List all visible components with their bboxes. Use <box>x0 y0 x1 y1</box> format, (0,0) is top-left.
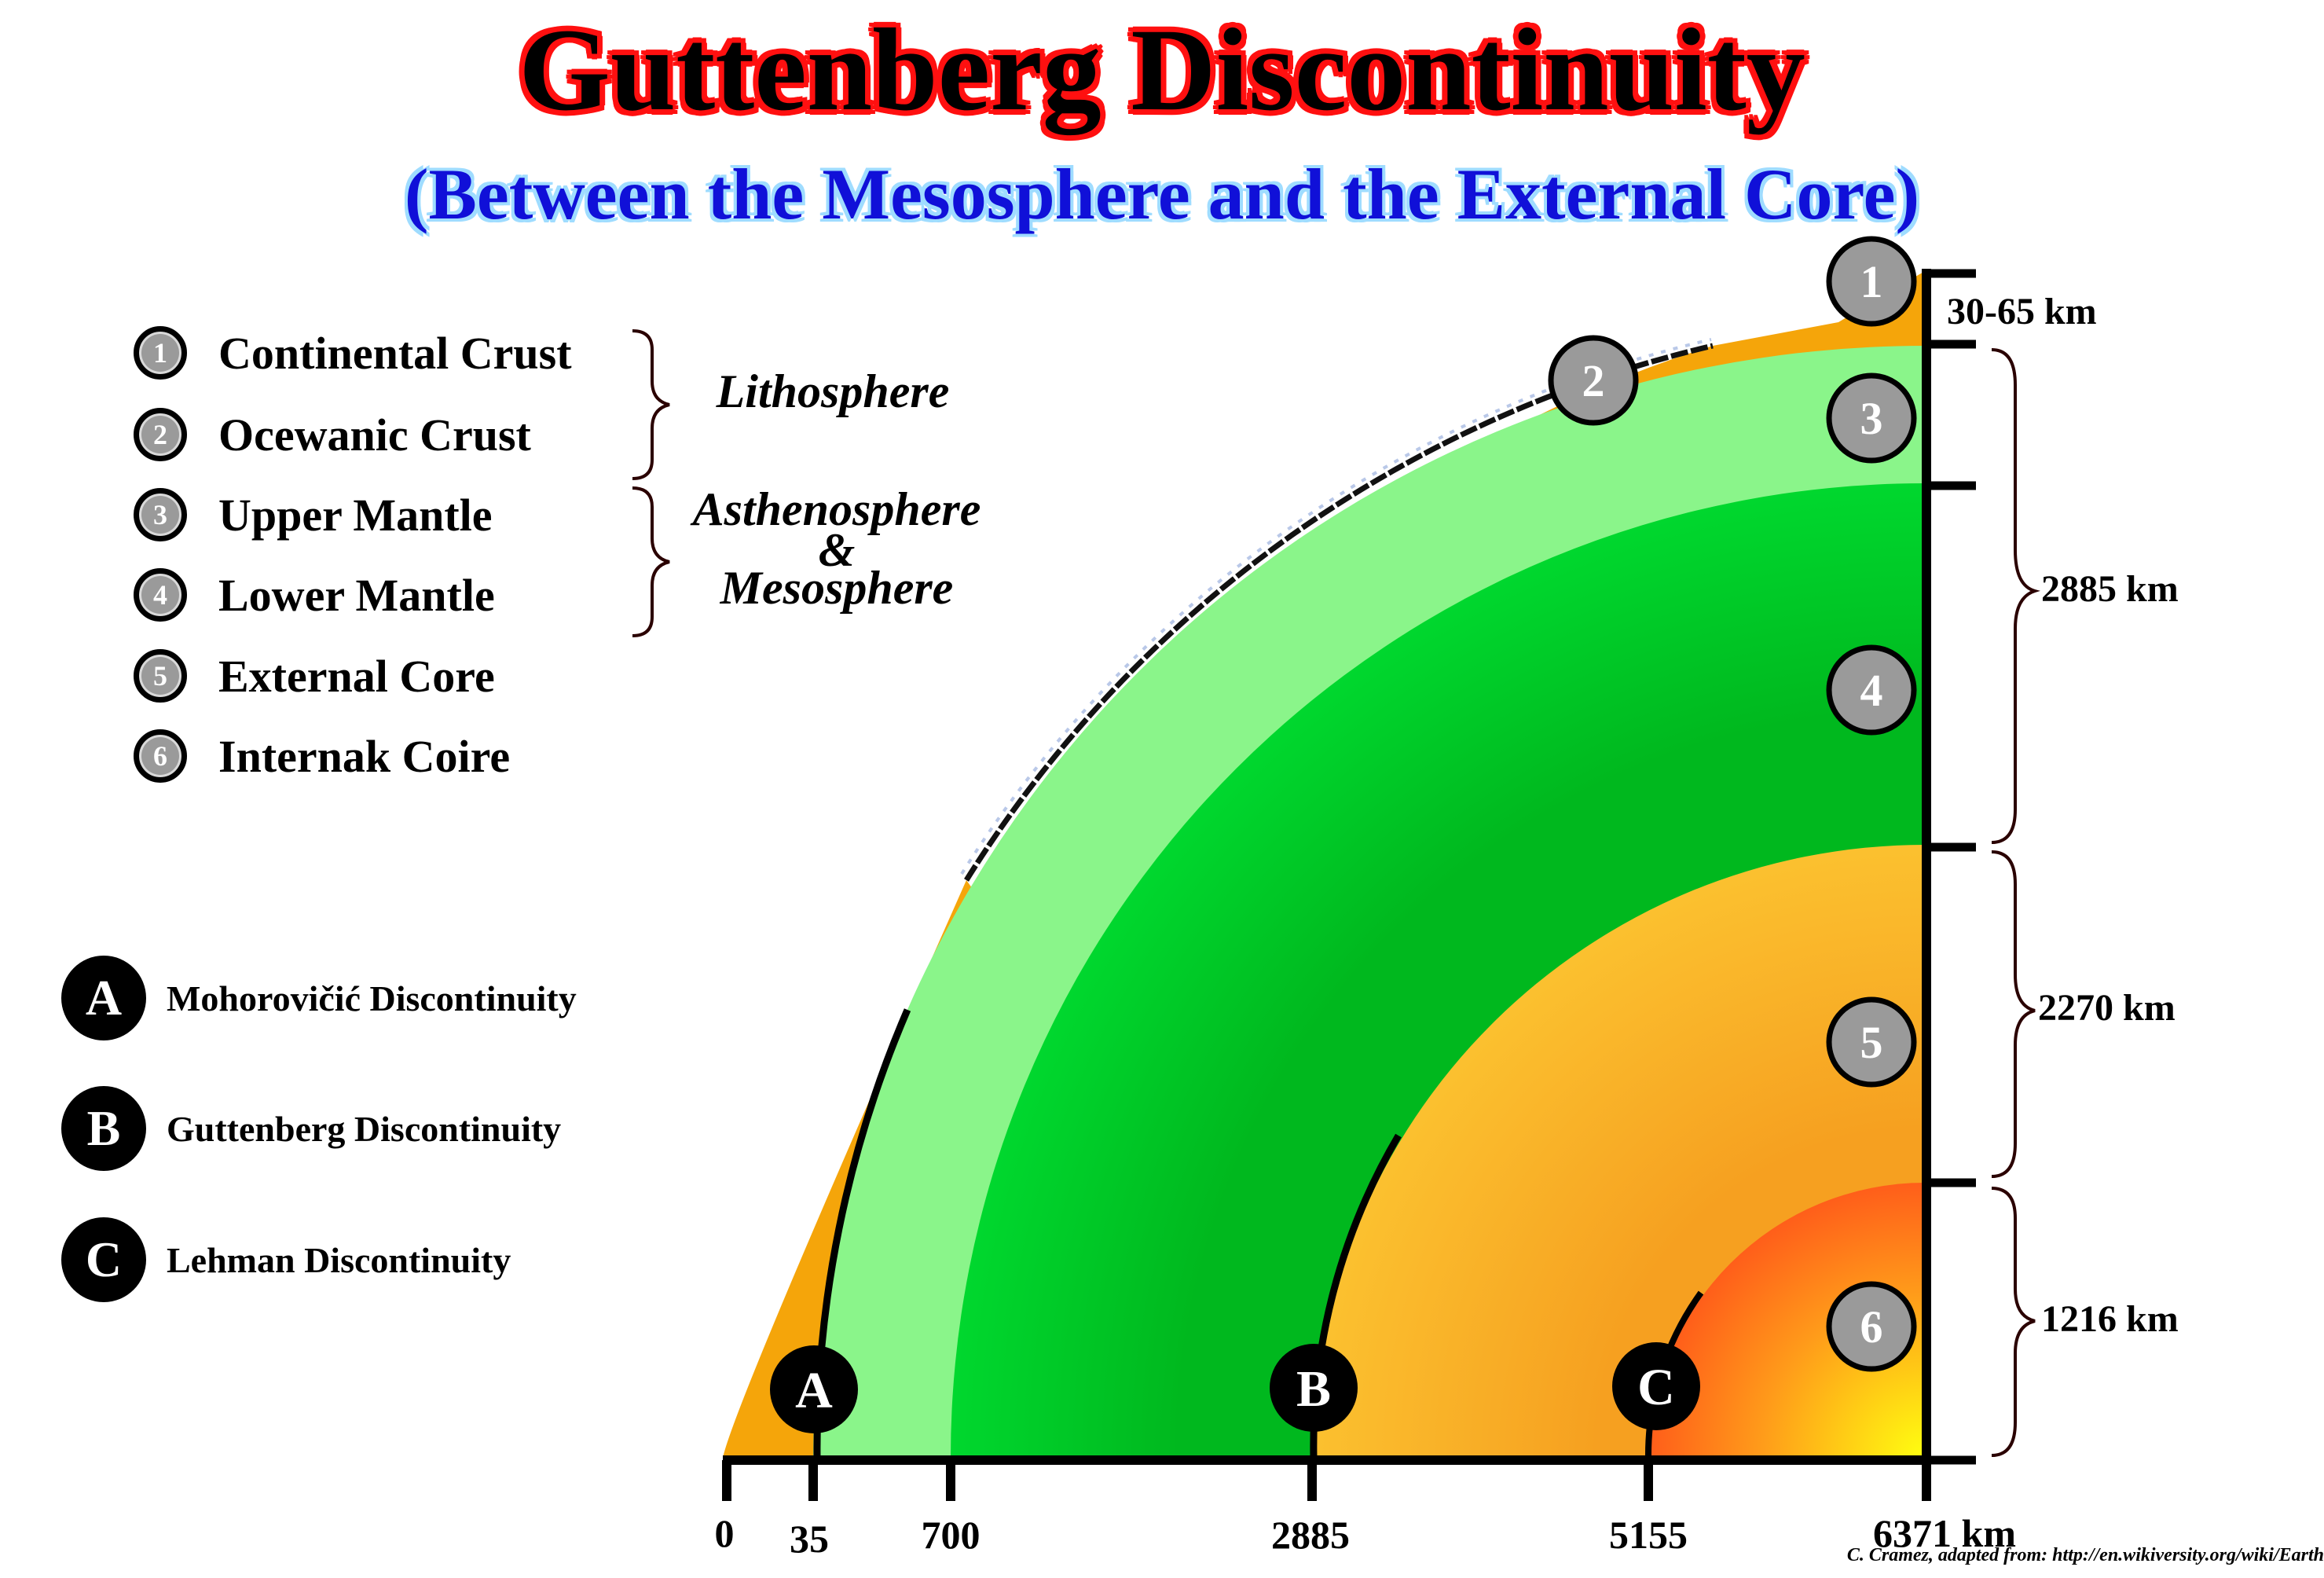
internal-core-layer <box>1650 1183 1925 1458</box>
legend-badge: 3 <box>134 488 187 541</box>
discontinuity-badge: B <box>61 1086 146 1171</box>
legend-item-external-core: 5 External Core <box>134 640 495 711</box>
page-title: Guttenberg Discontinuity <box>519 5 1805 135</box>
thickness-mantle: 2885 km <box>2041 568 2179 610</box>
discontinuity-badge: C <box>61 1217 146 1302</box>
lithosphere-brace <box>632 329 670 480</box>
asthenosphere-label: Asthenosphere <box>692 483 981 535</box>
axis-label-5155: 5155 <box>1609 1513 1688 1557</box>
legend-discontinuity-a: A Mohorovičić Discontinuity <box>61 955 577 1041</box>
ampersand-label: & <box>818 524 856 576</box>
thickness-internal-core: 1216 km <box>2041 1298 2179 1340</box>
svg-text:3: 3 <box>1860 393 1883 444</box>
svg-text:C: C <box>1637 1359 1675 1416</box>
svg-text:B: B <box>1296 1360 1331 1418</box>
source-credit: C. Cramez, adapted from: http://en.wikiv… <box>1846 1545 2324 1565</box>
svg-text:2: 2 <box>1582 355 1605 406</box>
thickness-crust: 30-65 km <box>1947 291 2097 332</box>
legend-discontinuity-b: B Guttenberg Discontinuity <box>61 1085 561 1172</box>
layer-badge-6: 6 <box>1826 1281 1917 1372</box>
axis-label-700: 700 <box>922 1513 981 1557</box>
axis-label-0: 0 <box>715 1511 735 1555</box>
legend-label: Continental Crust <box>218 327 572 379</box>
layer-badge-1: 1 <box>1826 236 1917 327</box>
layer-badge-5: 5 <box>1826 996 1917 1088</box>
legend-item-upper-mantle: 3 Upper Mantle <box>134 479 493 550</box>
legend-badge: 4 <box>134 568 187 622</box>
svg-text:1: 1 <box>1860 256 1883 307</box>
page-subtitle: (Between the Mesosphere and the External… <box>404 154 1920 234</box>
svg-text:5: 5 <box>1860 1017 1883 1068</box>
lithosphere-label: Lithosphere <box>716 365 950 417</box>
svg-text:A: A <box>795 1362 833 1419</box>
discontinuity-label: Lehman Discontinuity <box>167 1239 511 1280</box>
legend-label: Internak Coire <box>218 730 511 782</box>
legend-discontinuity-c: C Lehman Discontinuity <box>61 1217 511 1303</box>
discontinuity-label: Mohorovičić Discontinuity <box>167 978 577 1018</box>
brace-internal-core <box>1991 1187 2036 1457</box>
legend-item-lower-mantle: 4 Lower Mantle <box>134 560 495 630</box>
legend-badge: 6 <box>134 729 187 783</box>
mesosphere-label: Mesosphere <box>720 562 954 614</box>
axis-label-2885: 2885 <box>1271 1513 1350 1557</box>
legend-badge: 2 <box>134 408 187 461</box>
discontinuity-badge-c: C <box>1612 1342 1700 1430</box>
legend-item-continental-crust: 1 Continental Crust <box>134 317 572 388</box>
discontinuity-badge: A <box>61 956 146 1040</box>
brace-mantle <box>1991 348 2040 844</box>
svg-text:6: 6 <box>1860 1301 1883 1352</box>
discontinuity-label: Guttenberg Discontinuity <box>167 1108 562 1149</box>
discontinuity-badge-a: A <box>770 1345 858 1433</box>
layer-badge-2: 2 <box>1548 335 1639 426</box>
legend-label: Lower Mantle <box>218 569 495 621</box>
axis-label-6371: 6371 km <box>1873 1511 2016 1555</box>
legend-label: Ocewanic Crust <box>218 409 531 461</box>
layer-badge-4: 4 <box>1826 644 1917 736</box>
legend-badge: 5 <box>134 649 187 703</box>
layer-badge-3: 3 <box>1826 372 1917 464</box>
thickness-external-core: 2270 km <box>2038 987 2176 1029</box>
discontinuity-badge-b: B <box>1270 1344 1358 1432</box>
legend-item-internal-core: 6 Internak Coire <box>134 721 510 791</box>
legend-badge: 1 <box>134 326 187 380</box>
asthenosphere-brace <box>632 486 670 637</box>
brace-external-core <box>1991 850 2036 1178</box>
legend-label: Upper Mantle <box>218 489 493 541</box>
legend-label: External Core <box>218 650 495 702</box>
axis-label-35: 35 <box>790 1517 829 1561</box>
group-braces <box>632 329 670 637</box>
svg-text:4: 4 <box>1860 665 1883 716</box>
legend-item-oceanic-crust: 2 Ocewanic Crust <box>134 399 531 470</box>
oceanic-crust-edge-halo <box>960 338 1712 875</box>
